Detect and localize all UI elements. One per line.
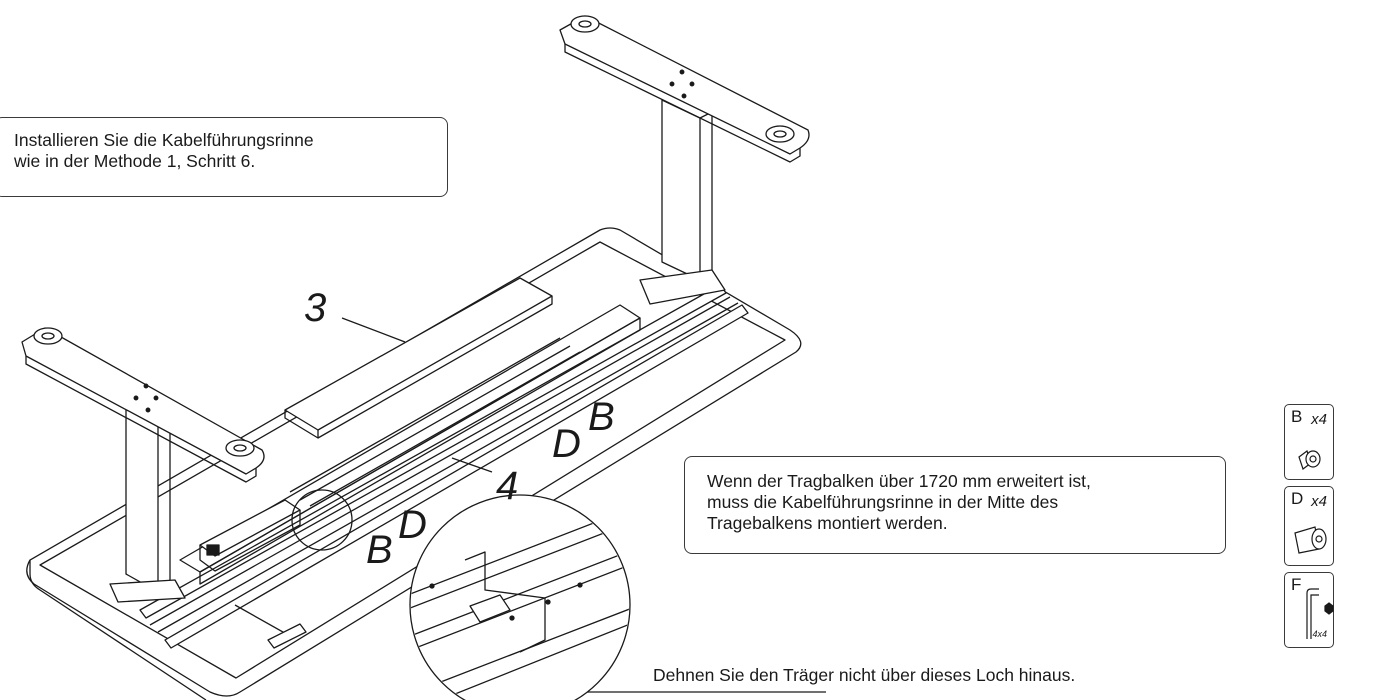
part-f-qty: 4x4 bbox=[1312, 629, 1327, 639]
cable-tray bbox=[284, 277, 553, 439]
part-d-letter: D bbox=[1291, 489, 1304, 508]
install-note-line-1: Installieren Sie die Kabelführungsrinne bbox=[14, 130, 314, 150]
extension-note: Wenn der Tragbalken über 1720 mm erweite… bbox=[684, 456, 1226, 554]
callout-d-right: D bbox=[552, 422, 581, 466]
left-leg bbox=[109, 399, 186, 603]
part-b-qty: x4 bbox=[1311, 411, 1327, 428]
detail-zoom bbox=[409, 494, 631, 700]
long-bolt-icon bbox=[1294, 526, 1327, 554]
frame-rails bbox=[139, 284, 749, 649]
extension-note-line-2: muss die Kabelführungsrinne in der Mitte… bbox=[707, 492, 1059, 512]
part-b-card: B x4 bbox=[1284, 404, 1334, 480]
callout-3: 3 bbox=[304, 286, 327, 330]
control-box bbox=[199, 499, 301, 572]
part-d-card: D x4 bbox=[1284, 486, 1334, 566]
callout-b-left: B bbox=[366, 528, 393, 572]
install-note-line-2: wie in der Methode 1, Schritt 6. bbox=[14, 151, 256, 171]
install-note: Installieren Sie die Kabelführungsrinne … bbox=[0, 117, 448, 197]
callout-b-right: B bbox=[588, 395, 615, 439]
hex-key-icon bbox=[1306, 588, 1334, 639]
extension-note-line-3: Tragebalkens montiert werden. bbox=[707, 513, 948, 533]
right-foot bbox=[559, 15, 810, 163]
detail-circle-small bbox=[291, 489, 353, 551]
part-f-card: F 4x4 bbox=[1284, 572, 1334, 648]
part-f-letter: F bbox=[1291, 575, 1302, 594]
callout-d-left: D bbox=[398, 503, 427, 547]
flat-head-bolt-icon bbox=[1298, 450, 1321, 470]
extension-note-line-1: Wenn der Tragbalken über 1720 mm erweite… bbox=[707, 471, 1091, 491]
hole-warning: Dehnen Sie den Träger nicht über dieses … bbox=[653, 665, 1076, 685]
part-b-letter: B bbox=[1291, 407, 1303, 426]
part-d-qty: x4 bbox=[1311, 493, 1327, 510]
crank-handle bbox=[234, 604, 307, 649]
left-foot bbox=[21, 327, 265, 483]
callout-4: 4 bbox=[496, 464, 519, 508]
